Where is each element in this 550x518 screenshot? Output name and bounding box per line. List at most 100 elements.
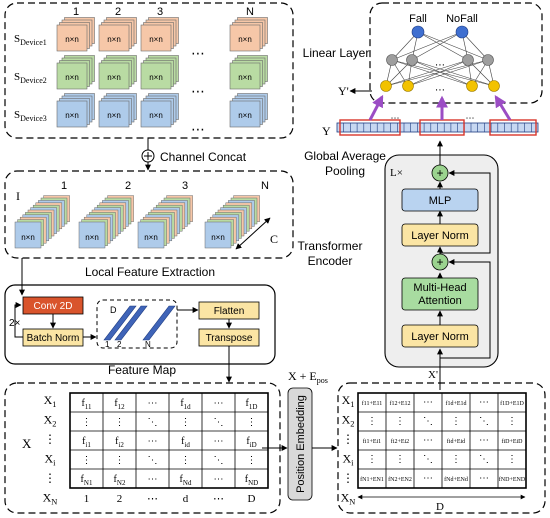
feature-map-col-label: ⋯ <box>147 493 158 505</box>
plane-label-n: N <box>145 340 151 349</box>
hidden-node <box>386 54 398 66</box>
feature-map-cell: ⋱ <box>214 417 224 428</box>
feature-map-cell: ⋮ <box>82 455 92 466</box>
transformer-title-2: Encoder <box>308 254 353 268</box>
pooling-label-2: Pooling <box>325 164 365 178</box>
position-formula: X + Epos <box>288 369 328 385</box>
feature-map-cell: fND <box>245 474 258 487</box>
feature-planes <box>103 305 176 341</box>
feature-map-cell: f1D <box>246 398 258 411</box>
embedded-cell: fND+END <box>499 476 526 483</box>
feature-map-cell: ⋮ <box>181 417 191 428</box>
feature-map-cell: f11 <box>81 398 92 411</box>
feature-map-cell: ⋯ <box>148 398 158 409</box>
feature-map-row-label: X2 <box>44 413 57 429</box>
transformer-title-1: Transformer <box>298 239 363 253</box>
output-node <box>455 25 469 39</box>
embedded-row-label: X2 <box>342 413 355 429</box>
device-col-label-2: 2 <box>115 6 121 18</box>
depth-arrow-icon <box>235 217 271 250</box>
feature-map-cell: f1d <box>180 398 191 411</box>
embedded-row-label: ⋮ <box>342 432 354 446</box>
device-panel: SDevice1 SDevice2 SDevice3 1 2 3 N ⋯ ⋯ ⋯… <box>4 2 294 139</box>
feature-map-cell: ⋮ <box>115 417 125 428</box>
embedded-cell: f1D+E1D <box>500 400 524 407</box>
embedded-cell: fid+Eid <box>447 438 465 445</box>
feature-map-cell: ⋯ <box>214 474 224 485</box>
input-node <box>402 80 414 92</box>
input-node <box>488 80 500 92</box>
device-col-label-1: 1 <box>73 6 79 18</box>
embedded-cell: ⋯ <box>479 397 489 408</box>
device-cube-layer <box>98 62 130 90</box>
stack-cube-layer <box>14 221 42 249</box>
feature-map-row-label: Xi <box>45 452 57 468</box>
feature-map-col-label: ⋯ <box>213 493 224 505</box>
feature-map-cell: ⋱ <box>148 417 158 428</box>
feature-map-row-label: XN <box>43 491 58 507</box>
embedded-row-label: X1 <box>342 393 355 409</box>
transpose-label: Transpose <box>206 333 253 344</box>
embedded-cell: ⋮ <box>507 454 517 465</box>
feature-map-cell: fNd <box>180 474 192 487</box>
device-cube-layer <box>140 100 172 128</box>
layer-norm-label-1: Layer Norm <box>411 331 468 343</box>
pool-arrow-1 <box>368 94 384 121</box>
device-cube-label: n×n <box>238 35 252 44</box>
device-dots-2: ⋯ <box>191 83 205 99</box>
feature-map-cell: fiD <box>246 436 256 449</box>
feature-map-row-label: ⋮ <box>44 432 56 446</box>
linear-panel-border <box>369 2 543 104</box>
stack-col-label-n: N <box>261 180 269 192</box>
embedded-cell: f1d+E1d <box>445 400 466 407</box>
class-label-fall: Fall <box>409 13 427 25</box>
device-cube-layer <box>229 100 261 128</box>
embedded-dim-label: D <box>436 501 444 513</box>
device-dots-3: ⋯ <box>191 121 205 137</box>
embedded-cell: fN1+EN1 <box>360 476 384 483</box>
feature-map-cell: fi1 <box>82 436 91 449</box>
class-label-nofall: NoFall <box>446 13 478 25</box>
embedded-cell: ⋯ <box>423 397 433 408</box>
embedded-cell: ⋮ <box>395 416 405 427</box>
input-dots: ⋯ <box>435 85 445 96</box>
embedded-cell: ⋯ <box>423 435 433 446</box>
channel-concat-label: Channel Concat <box>160 150 247 164</box>
feature-map-col-label: D <box>248 493 256 505</box>
device-col-label-n: N <box>246 6 254 18</box>
hidden-node <box>406 54 418 66</box>
device-cube-label: n×n <box>65 111 79 120</box>
embedded-cell: fNd+ENd <box>444 476 468 483</box>
embedded-cell: ⋮ <box>395 454 405 465</box>
device-panel-border <box>4 2 294 139</box>
stack-col-label-1: 1 <box>61 180 67 192</box>
local-feature-panel: 2× Conv 2D Batch Norm D 1 2 N Flatten Tr… <box>4 284 276 383</box>
embedded-cell: fN2+EN2 <box>388 476 412 483</box>
feature-map-row-label: X1 <box>44 393 57 409</box>
pool-arrow-3 <box>494 94 512 121</box>
plane-label-d: D <box>110 305 117 315</box>
position-embedding-label: Position Embedding <box>295 395 307 493</box>
output-node <box>411 25 425 39</box>
plane-label-1: 1 <box>105 340 110 349</box>
feature-map-col-label: 2 <box>117 493 123 505</box>
embedded-row-label: ⋮ <box>342 471 354 485</box>
embedded-cell: ⋯ <box>423 473 433 484</box>
position-embedding: Position Embedding X + Epos <box>262 369 338 501</box>
stack-cube-label: n×n <box>144 233 158 242</box>
device-cube-layer <box>98 24 130 52</box>
transformer-encoder: L× X' Layer Norm Multi-Head Attention + … <box>384 140 499 390</box>
device-cube-label: n×n <box>238 111 252 120</box>
device-row-labels: SDevice1 SDevice2 SDevice3 <box>14 33 47 123</box>
embedded-cell: ⋱ <box>479 454 489 465</box>
embedded-cell: ⋱ <box>423 454 433 465</box>
device-row-label-1: SDevice1 <box>14 33 47 47</box>
embedded-cell: fi1+Ei1 <box>363 438 381 445</box>
hidden-dots: ⋯ <box>435 60 445 71</box>
device-cube-label: n×n <box>238 73 252 82</box>
